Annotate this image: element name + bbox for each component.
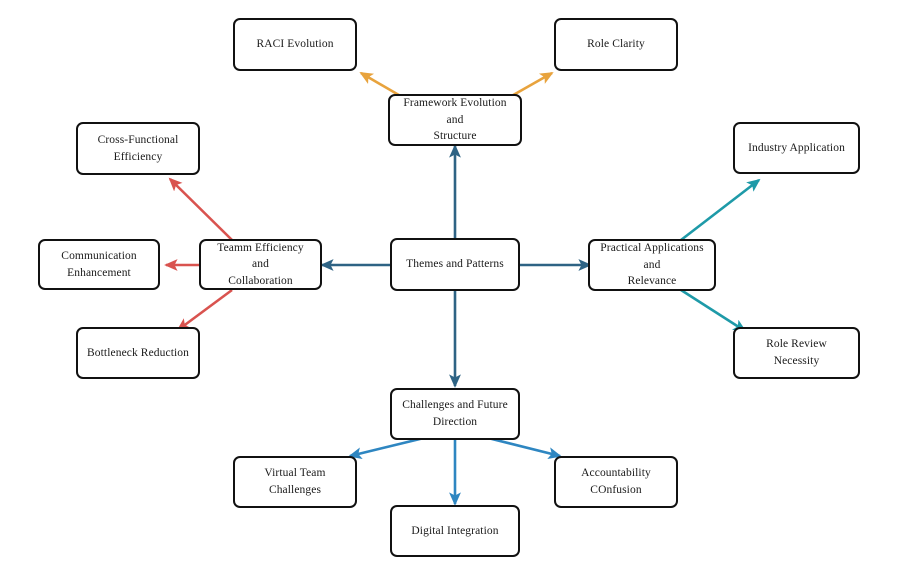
node-label: Teamm Efficiency and Collaboration (217, 241, 304, 287)
node-accountability-confusion[interactable]: Accountability COnfusion (554, 456, 678, 508)
node-themes-and-patterns[interactable]: Themes and Patterns (390, 238, 520, 291)
node-digital-integration[interactable]: Digital Integration (390, 505, 520, 557)
edge-practical-to-industry (680, 178, 761, 242)
node-practical-applications-and-relevance[interactable]: Practical Applications and Relevance (588, 239, 716, 291)
node-label: Challenges and Future Direction (402, 399, 508, 428)
node-label: Digital Integration (411, 524, 499, 537)
node-communication-enhancement[interactable]: Communication Enhancement (38, 239, 160, 290)
node-label: Themes and Patterns (406, 258, 504, 271)
edge-challenges-to-accountability (487, 436, 562, 459)
node-teamm-efficiency-and-collaboration[interactable]: Teamm Efficiency and Collaboration (199, 239, 322, 290)
node-challenges-and-future-direction[interactable]: Challenges and Future Direction (390, 388, 520, 440)
node-label: Role Review Necessity (766, 338, 827, 367)
node-bottleneck-reduction[interactable]: Bottleneck Reduction (76, 327, 200, 379)
edge-team-to-bottleneck (176, 288, 233, 332)
node-label: Cross-Functional Efficiency (97, 133, 179, 163)
node-industry-application[interactable]: Industry Application (733, 122, 860, 174)
node-role-clarity[interactable]: Role Clarity (554, 18, 678, 71)
node-label: Virtual Team Challenges (264, 467, 326, 496)
edge-team-to-cross-functional (168, 177, 233, 241)
node-label: Practical Applications and Relevance (600, 242, 704, 288)
node-label: Role Clarity (587, 38, 645, 51)
node-raci-evolution[interactable]: RACI Evolution (233, 18, 357, 71)
node-framework-evolution-and-structure[interactable]: Framework Evolution and Structure (388, 94, 522, 146)
node-cross-functional-efficiency[interactable]: Cross-Functional Efficiency (76, 122, 200, 175)
node-label: Communication Enhancement (61, 249, 137, 279)
edge-challenges-to-virtual-team (348, 436, 425, 460)
node-label: Industry Application (748, 141, 845, 154)
node-label: RACI Evolution (256, 38, 334, 51)
node-label: Bottleneck Reduction (87, 346, 189, 359)
node-role-review-necessity[interactable]: Role Review Necessity (733, 327, 860, 379)
node-label: Accountability COnfusion (581, 467, 651, 496)
edge-practical-to-role-review (680, 288, 747, 333)
node-virtual-team-challenges[interactable]: Virtual Team Challenges (233, 456, 357, 508)
node-label: Framework Evolution and Structure (403, 97, 507, 143)
